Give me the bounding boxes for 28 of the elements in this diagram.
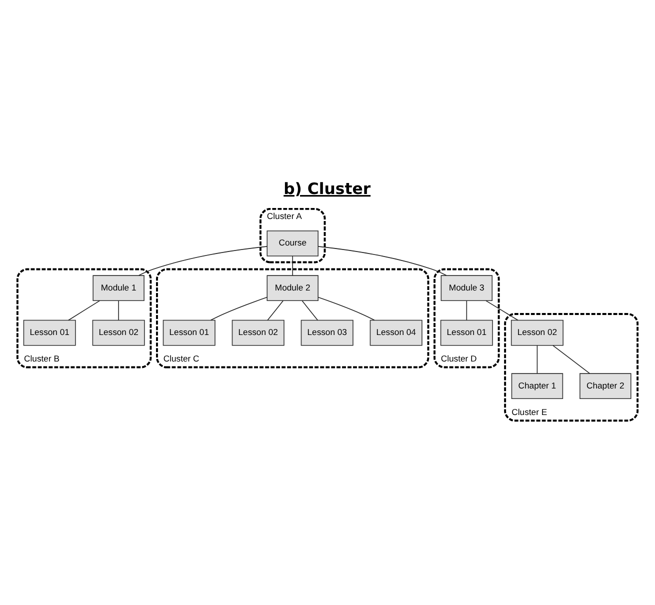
- connector: [292, 255, 293, 276]
- node-box: Chapter 1: [511, 372, 564, 399]
- connector: [486, 300, 518, 320]
- connector: [302, 300, 318, 320]
- node-box: Lesson 02: [510, 319, 564, 346]
- node-box: Lesson 01: [162, 319, 216, 346]
- node-box: Lesson 02: [232, 319, 284, 346]
- node-box: Lesson 03: [300, 319, 354, 346]
- connector: [138, 246, 268, 276]
- node-box: Lesson 02: [92, 319, 145, 346]
- node-box: Module 1: [92, 274, 144, 301]
- node-box: Course: [266, 230, 318, 256]
- connector: [68, 300, 100, 320]
- connector: [318, 296, 375, 320]
- node-box: Lesson 04: [370, 319, 422, 346]
- node-box: Module 2: [266, 274, 318, 301]
- node-box: Lesson 01: [440, 319, 493, 346]
- connector: [552, 344, 590, 374]
- node-box: Lesson 01: [23, 319, 76, 346]
- diagram-title: b) Cluster: [284, 178, 371, 198]
- connector: [118, 300, 119, 320]
- node-box: Chapter 2: [580, 372, 632, 399]
- connector: [318, 246, 447, 276]
- connector: [210, 296, 268, 320]
- connector: [536, 344, 538, 374]
- connector: [267, 300, 284, 320]
- connector: [466, 300, 468, 320]
- node-box: Module 3: [440, 274, 493, 301]
